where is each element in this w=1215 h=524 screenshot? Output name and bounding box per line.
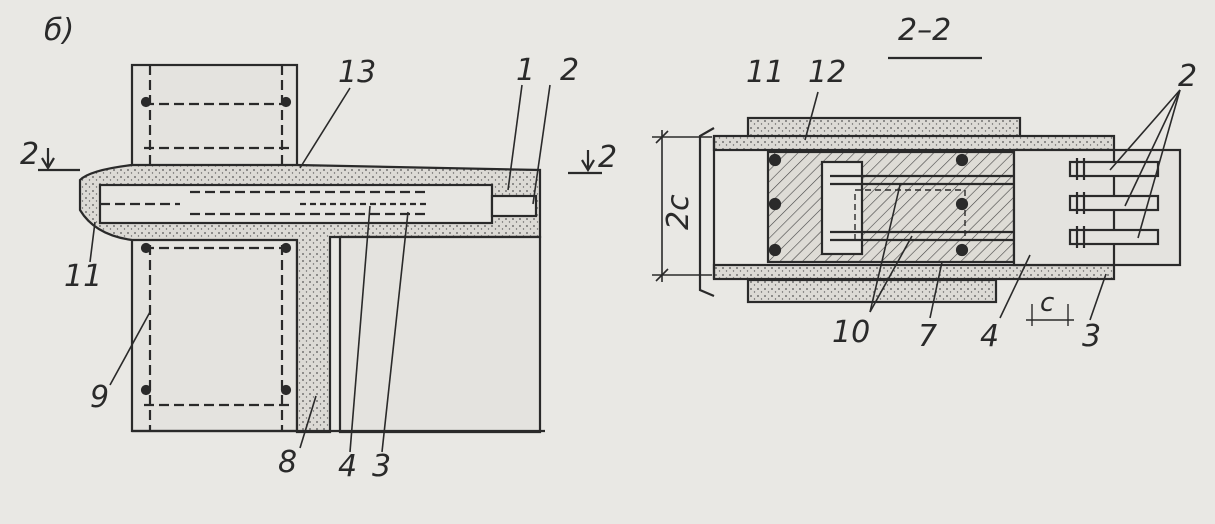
callout-10: 10 <box>832 315 871 350</box>
callout-3: 3 <box>372 449 392 484</box>
left-elevation <box>38 63 602 453</box>
crossbar <box>98 183 494 225</box>
dimension-c: c <box>1040 288 1055 318</box>
callout-13: 13 <box>338 55 377 90</box>
callout-7: 7 <box>918 319 938 354</box>
callout-4: 4 <box>338 449 358 484</box>
callout-8: 8 <box>278 445 298 480</box>
callout-4-right: 4 <box>980 319 1000 354</box>
callout-2-right: 2 <box>1178 59 1198 94</box>
section-title: 2–2 <box>898 13 952 48</box>
callout-3-right: 3 <box>1082 319 1102 354</box>
bottom-concrete <box>746 278 998 304</box>
callout-11-right: 11 <box>746 55 785 90</box>
floor-slab <box>338 235 542 434</box>
callout-12: 12 <box>808 55 847 90</box>
crossbar-section <box>766 150 1016 264</box>
section-mark-right: 2 <box>598 140 618 175</box>
panel-label: б) <box>44 13 75 48</box>
section-2-2 <box>652 89 1182 326</box>
crossbar-end <box>490 194 538 218</box>
dimension-2c: 2c <box>661 194 696 230</box>
callout-2: 2 <box>560 53 580 88</box>
callout-9: 9 <box>90 380 110 415</box>
callout-11: 11 <box>64 259 103 294</box>
callout-1: 1 <box>516 53 536 88</box>
section-mark-left: 2 <box>20 137 40 172</box>
